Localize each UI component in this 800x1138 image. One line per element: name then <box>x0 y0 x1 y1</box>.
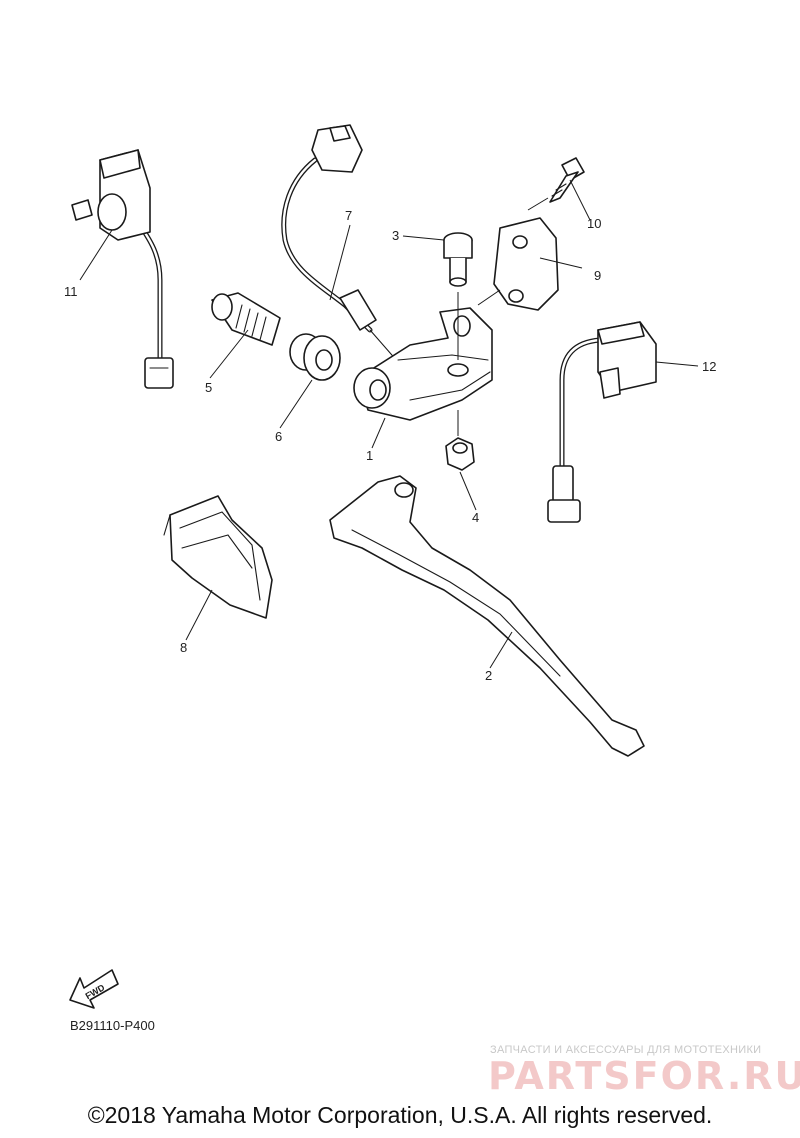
part-6-adjuster[interactable] <box>289 333 341 381</box>
callout-10: 10 <box>587 216 601 231</box>
part-8-lever-cover[interactable] <box>163 495 273 619</box>
callout-5: 5 <box>205 380 212 395</box>
part-9-clamp[interactable] <box>477 197 559 311</box>
watermark-logo: PARTSFOR.RU <box>488 1054 800 1098</box>
part-7-cable[interactable] <box>281 124 399 363</box>
callout-labels: 1 2 3 4 5 6 7 8 9 10 11 12 <box>64 208 716 683</box>
callout-11: 11 <box>64 284 78 299</box>
callout-9: 9 <box>594 268 601 283</box>
part-1-lever-holder[interactable] <box>353 307 493 421</box>
callout-1: 1 <box>366 448 373 463</box>
leader-lines <box>79 179 699 669</box>
watermark-tagline: ЗАПЧАСТИ И АКСЕССУАРЫ ДЛЯ МОТОТЕХНИКИ <box>490 1044 762 1056</box>
part-4-nut[interactable] <box>445 410 475 471</box>
callout-8: 8 <box>180 640 187 655</box>
fwd-arrow-icon: FWD <box>69 969 119 1009</box>
part-3-pivot-bolt[interactable] <box>443 232 473 360</box>
copyright-notice: ©2018 Yamaha Motor Corporation, U.S.A. A… <box>87 1102 713 1128</box>
diagram-code: B291110-P400 <box>70 1018 155 1033</box>
part-12-switch-right[interactable] <box>547 321 657 523</box>
callout-4: 4 <box>472 510 479 525</box>
callout-12: 12 <box>702 359 716 374</box>
part-11-switch-left[interactable] <box>71 149 174 389</box>
part-10-clamp-bolt[interactable] <box>549 157 585 203</box>
part-5-bolt[interactable] <box>211 292 281 346</box>
callout-3: 3 <box>392 228 399 243</box>
callout-2: 2 <box>485 668 492 683</box>
callout-6: 6 <box>275 429 282 444</box>
part-2-lever[interactable] <box>329 475 645 757</box>
callout-7: 7 <box>345 208 352 223</box>
